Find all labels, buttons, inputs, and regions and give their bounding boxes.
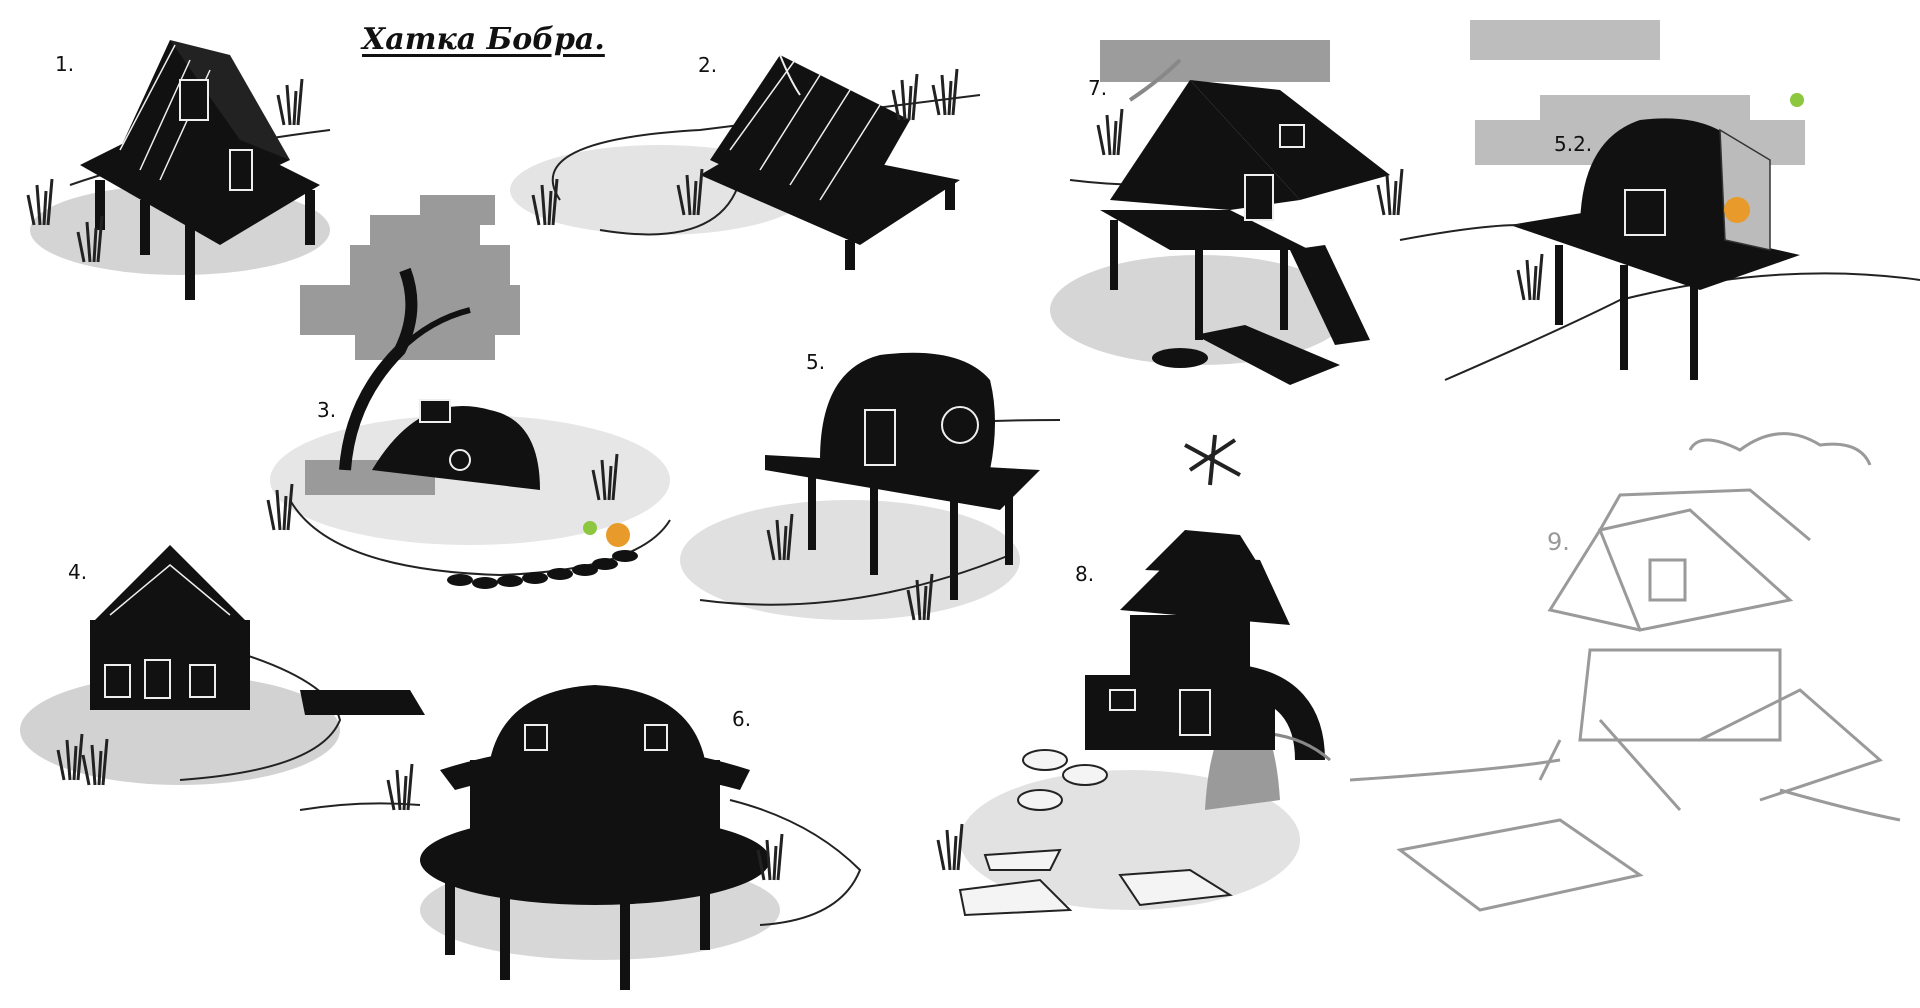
sheet-title: Хатка Бобра.	[362, 22, 605, 57]
hut-5-2-sketch	[1444, 20, 1920, 381]
hut-3-sketch	[266, 195, 671, 589]
hut-2-sketch	[510, 54, 981, 270]
label-6: 6.	[732, 707, 752, 731]
label-8: 8.	[1075, 562, 1095, 586]
label-9: 9.	[1547, 528, 1570, 556]
label-5: 5.	[806, 350, 826, 374]
hut-9-sketch	[1349, 432, 1901, 912]
label-4: 4.	[68, 560, 88, 584]
hut-4-sketch	[20, 545, 425, 787]
hut-7-sketch	[1050, 40, 1521, 385]
hut-1-sketch	[26, 40, 331, 300]
hut-5-sketch	[680, 352, 1061, 622]
label-3: 3.	[317, 398, 337, 422]
label-5-2: 5.2.	[1554, 132, 1593, 156]
hut-8-sketch	[936, 434, 1331, 917]
hut-6-sketch	[299, 685, 862, 990]
label-1: 1.	[55, 52, 75, 76]
label-2: 2.	[698, 53, 718, 77]
label-7: 7.	[1088, 76, 1108, 100]
